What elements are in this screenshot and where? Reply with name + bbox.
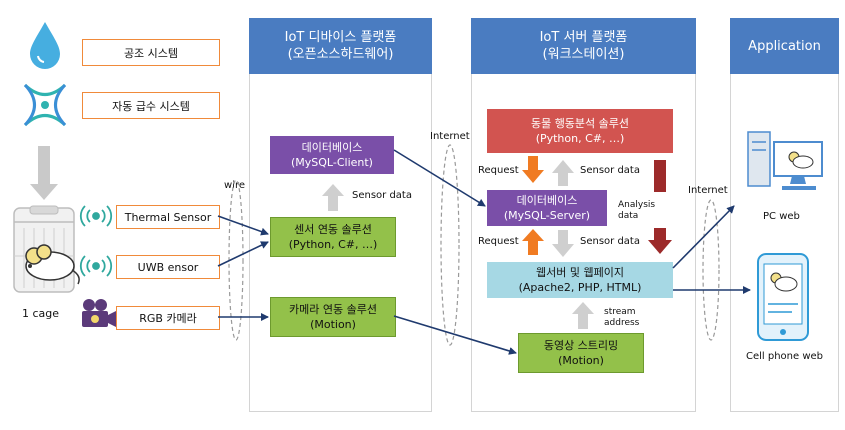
analysis-data-line-2: data: [618, 211, 639, 221]
sensor-solution-title: 센서 연동 솔루션: [294, 223, 372, 236]
server-db-title: 데이터베이스: [516, 194, 578, 207]
camera-solution-sub: (Motion): [310, 318, 356, 331]
server-db-sub: (MySQL-Server): [503, 209, 591, 222]
sensor-data-up-arrow-1: [552, 160, 574, 186]
pc-icon: [747, 131, 823, 190]
iot-server-subtitle: (워크스테이션): [542, 47, 625, 62]
video-camera-icon: [82, 299, 116, 327]
uwb-wireless-icon: [79, 255, 113, 277]
request-down-arrow-1: [522, 156, 544, 183]
thermal-sensor-box: Thermal Sensor: [116, 205, 220, 229]
client-db-box: 데이터베이스 (MySQL-Client): [270, 136, 394, 174]
web-to-pc-arrow: [672, 205, 735, 269]
sensor-solution-box: 센서 연동 솔루션 (Python, C#, …): [270, 217, 396, 257]
analysis-solution-sub: (Python, C#, …): [535, 132, 625, 145]
web-server-sub: (Apache2, PHP, HTML): [518, 281, 642, 294]
sensor-up-arrow: [322, 184, 344, 211]
camera-solution-title: 카메라 연동 솔루션: [289, 303, 377, 316]
request-up-arrow-2: [522, 229, 544, 255]
thermal-wireless-icon: [79, 205, 113, 227]
analysis-data-label: Analysis data: [618, 200, 655, 222]
internet-ellipse-left: [440, 144, 460, 346]
cage-label: 1 cage: [22, 307, 60, 320]
internet-label-left: Internet: [430, 131, 470, 142]
water-system-icon: [23, 83, 67, 127]
thermal-to-sensor-arrow: [217, 215, 269, 236]
client-to-server-db-arrow: [393, 149, 486, 207]
mouse-icon: [25, 244, 80, 285]
uwb-to-sensor-arrow: [217, 241, 269, 267]
application-header: Application: [730, 18, 839, 74]
sensor-data-down-arrow-2: [552, 230, 574, 257]
iot-server-title: IoT 서버 플랫폼: [539, 30, 628, 45]
web-server-box: 웹서버 및 웹페이지 (Apache2, PHP, HTML): [487, 262, 673, 298]
uwb-sensor-box: UWB ensor: [116, 255, 220, 279]
iot-device-panel: [249, 18, 432, 412]
iot-device-subtitle: (오픈소스하드웨어): [287, 47, 394, 62]
analysis-down-arrow: [648, 228, 672, 254]
request-label-1: Request: [478, 165, 519, 176]
streaming-box: 동영상 스트리밍 (Motion): [518, 333, 644, 373]
water-drop-icon: [30, 22, 60, 69]
aircon-box: 공조 시스템: [82, 39, 220, 66]
server-db-box: 데이터베이스 (MySQL-Server): [487, 190, 607, 226]
stream-address-line-2: address: [604, 318, 640, 328]
streaming-title: 동영상 스트리밍: [543, 339, 619, 352]
client-db-title: 데이터베이스: [301, 141, 363, 154]
analysis-bar: [654, 160, 666, 192]
cell-phone-icon: [757, 253, 809, 341]
sensor-solution-sub: (Python, C#, …): [288, 238, 378, 251]
iot-device-header: IoT 디바이스 플랫폼 (오픈소스하드웨어): [249, 18, 432, 74]
down-arrow-icon: [30, 146, 58, 200]
device-sensor-data-label: Sensor data: [352, 190, 412, 201]
pc-web-label: PC web: [763, 211, 800, 222]
analysis-solution-title: 동물 행동분석 솔루션: [530, 117, 630, 130]
wire-label: wire: [224, 180, 246, 191]
water-box: 자동 급수 시스템: [82, 92, 220, 119]
streaming-sub: (Motion): [558, 354, 604, 367]
client-db-sub: (MySQL-Client): [291, 156, 373, 169]
application-title: Application: [748, 38, 821, 54]
internet-ellipse-right: [702, 199, 720, 341]
iot-device-title: IoT 디바이스 플랫폼: [284, 30, 397, 45]
rgb-camera-box: RGB 카메라: [116, 306, 220, 330]
request-label-2: Request: [478, 236, 519, 247]
web-server-title: 웹서버 및 웹페이지: [536, 266, 624, 279]
analysis-data-line-1: Analysis: [618, 200, 656, 210]
internet-label-right: Internet: [688, 185, 728, 196]
analysis-solution-box: 동물 행동분석 솔루션 (Python, C#, …): [487, 109, 673, 153]
cell-phone-web-label: Cell phone web: [746, 351, 824, 362]
application-panel: [730, 18, 839, 412]
stream-address-label: stream address: [604, 307, 639, 329]
camera-to-streaming-arrow: [393, 315, 517, 355]
sensor-data-label-2: Sensor data: [580, 236, 640, 247]
camera-solution-box: 카메라 연동 솔루션 (Motion): [270, 297, 396, 337]
sensor-data-label-1: Sensor data: [580, 165, 640, 176]
stream-address-up-arrow: [572, 302, 594, 329]
stream-address-line-1: stream: [604, 307, 636, 317]
iot-server-header: IoT 서버 플랫폼 (워크스테이션): [471, 18, 696, 74]
